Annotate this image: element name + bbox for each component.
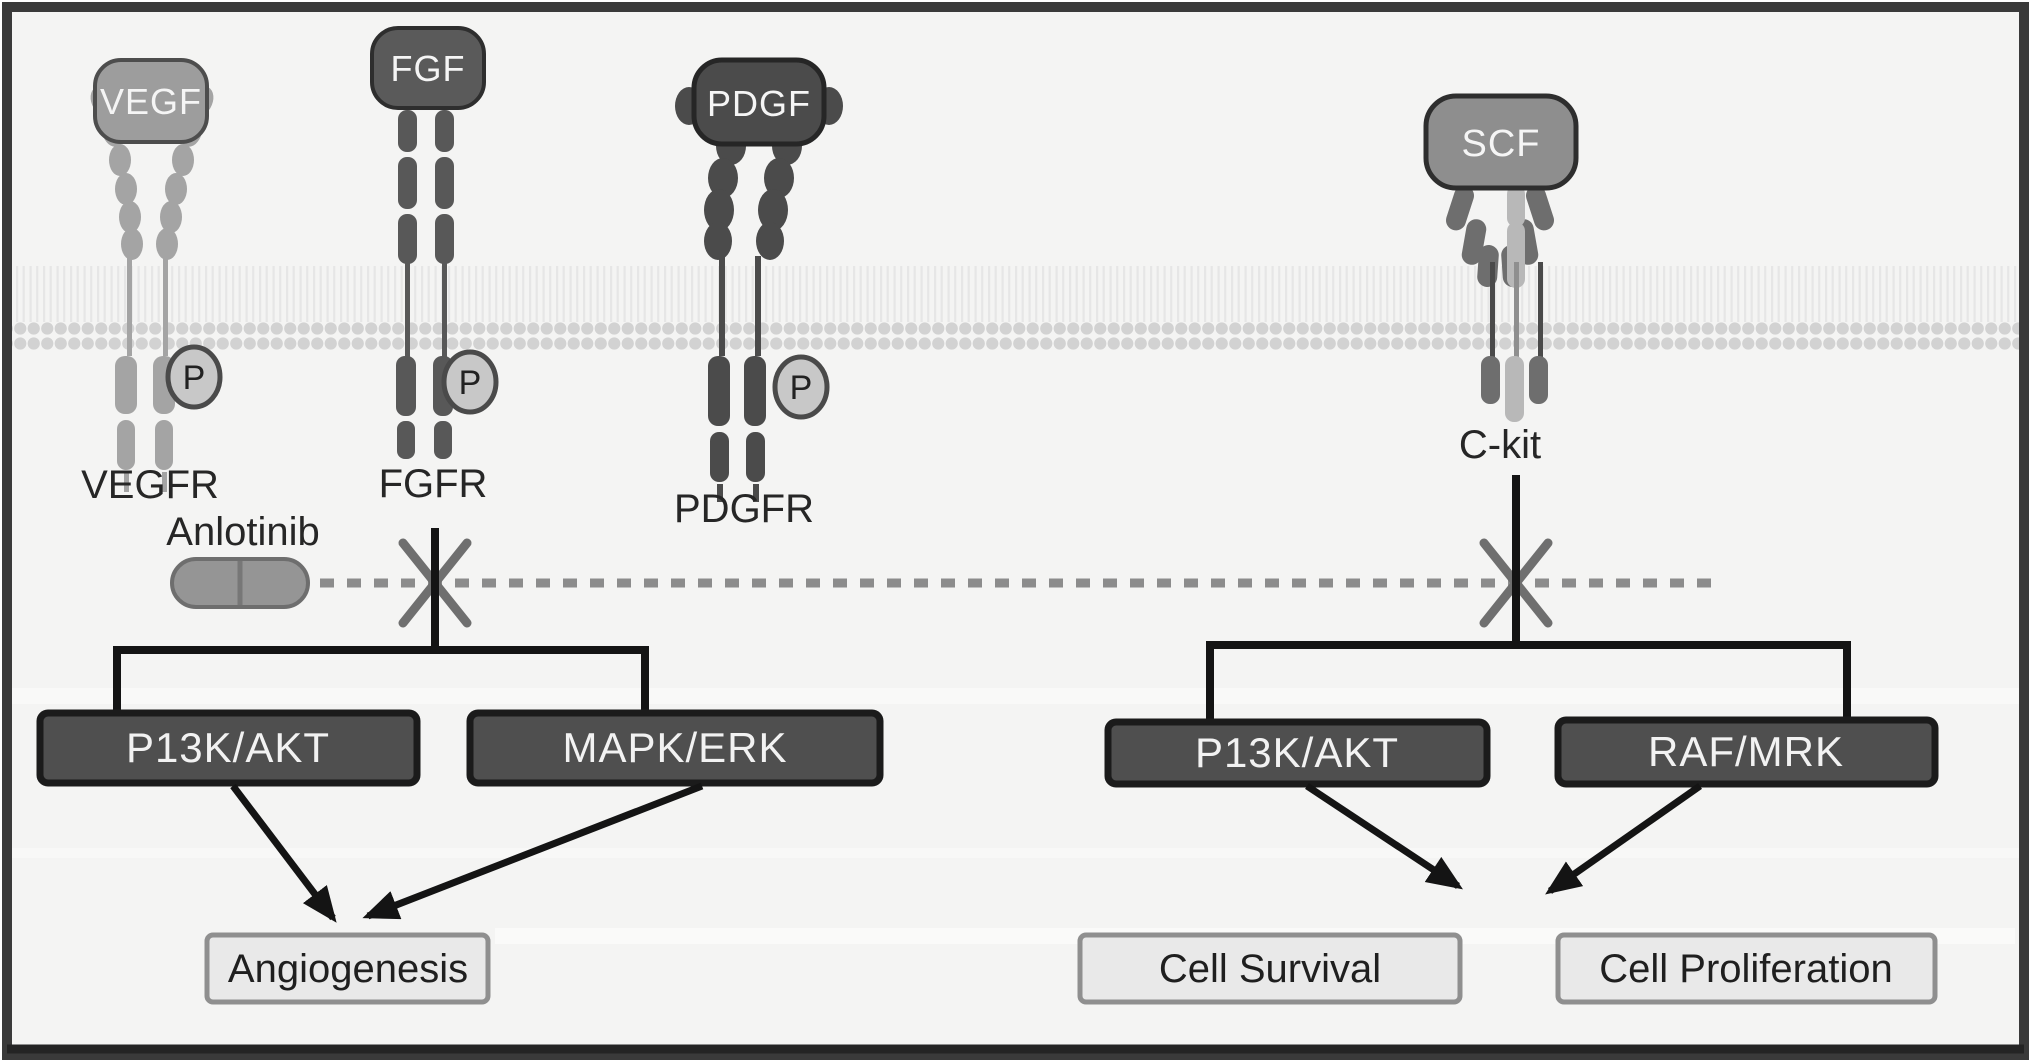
- fgfr-receptor-label: FGFR: [379, 462, 488, 506]
- right-branch-connector: [1206, 475, 1851, 722]
- phospho-badge-pdgfr: P: [772, 354, 830, 420]
- ckit-transmembrane-stems: [1490, 262, 1543, 358]
- fgfr-transmembrane-stems: [405, 262, 447, 358]
- plasma-membrane: [12, 266, 2019, 350]
- arrow-mapk-to-angiogenesis: [362, 782, 704, 920]
- pathway-label: P13K/AKT: [1195, 729, 1399, 776]
- signal-arrows: [230, 782, 1703, 923]
- arrow-pi3k-to-angiogenesis: [230, 783, 337, 923]
- vegf-ligand-label: VEGF: [100, 81, 202, 122]
- outcome-box-cell-survival: Cell Survival: [1077, 932, 1463, 1005]
- scan-streak: [12, 848, 2019, 858]
- vegfr-receptor-label: VEGFR: [81, 463, 219, 507]
- left-branch-connector: [113, 528, 649, 713]
- ckit-extracellular-beads: [1445, 185, 1555, 288]
- scan-streak: [12, 688, 2019, 704]
- outcome-box-angiogenesis: Angiogenesis: [204, 932, 491, 1005]
- pdgf-ligand-label: PDGF: [707, 83, 811, 124]
- pdgfr-kinase-domains: [708, 356, 766, 502]
- fgfr-extracellular-beads: [398, 110, 454, 264]
- phospho-p-label: P: [790, 369, 813, 407]
- outcome-label: Cell Proliferation: [1599, 947, 1892, 991]
- vegfr-receptor-group: VEGF P VEGFR: [81, 58, 223, 507]
- arrow-raf-to-outcomes: [1545, 783, 1703, 895]
- left-t-junction: [113, 646, 649, 713]
- right-t-junction: [1206, 641, 1851, 722]
- outcome-label: Angiogenesis: [228, 947, 468, 991]
- pdgfr-receptor-group: PDGF P PDGFR: [674, 57, 843, 531]
- phospho-p-label: P: [183, 359, 206, 397]
- pdgfr-receptor-label: PDGFR: [674, 487, 814, 531]
- vegfr-transmembrane-stems: [127, 256, 168, 356]
- ckit-receptor-group: SCF C-kit: [1423, 93, 1579, 467]
- scf-ligand-box: [1423, 93, 1579, 191]
- fgfr-receptor-group: FGF P FGFR: [370, 26, 499, 506]
- arrow-pi3k-to-outcomes: [1305, 783, 1464, 890]
- pathway-label: RAF/MRK: [1648, 728, 1844, 775]
- vegf-ligand-box: [93, 58, 209, 144]
- pdgfr-transmembrane-stems: [719, 256, 761, 356]
- ckit-kinase-domains: [1481, 356, 1548, 422]
- pathway-box-raf-mrk: RAF/MRK: [1554, 716, 1939, 788]
- anlotinib-label: Anlotinib: [166, 510, 319, 554]
- anlotinib-drug: Anlotinib: [166, 510, 320, 609]
- scf-ligand-label: SCF: [1462, 123, 1541, 165]
- fgf-ligand-box: [370, 26, 486, 110]
- fgf-ligand-label: FGF: [391, 48, 466, 89]
- outcome-box-cell-proliferation: Cell Proliferation: [1555, 932, 1938, 1005]
- pathway-label: P13K/AKT: [126, 724, 330, 771]
- pathway-box-pi3k-akt-right: P13K/AKT: [1104, 718, 1491, 788]
- phospho-p-label: P: [459, 364, 482, 402]
- ckit-receptor-label: C-kit: [1459, 423, 1541, 467]
- pdgf-ligand-box: [691, 57, 827, 147]
- pathway-box-mapk-erk: MAPK/ERK: [466, 709, 884, 787]
- pathway-label: MAPK/ERK: [562, 724, 787, 771]
- phospho-badge-vegfr: P: [165, 344, 223, 410]
- pathway-box-pi3k-akt-left: P13K/AKT: [36, 709, 421, 787]
- outcome-label: Cell Survival: [1159, 947, 1381, 991]
- phospho-badge-fgfr: P: [441, 349, 499, 415]
